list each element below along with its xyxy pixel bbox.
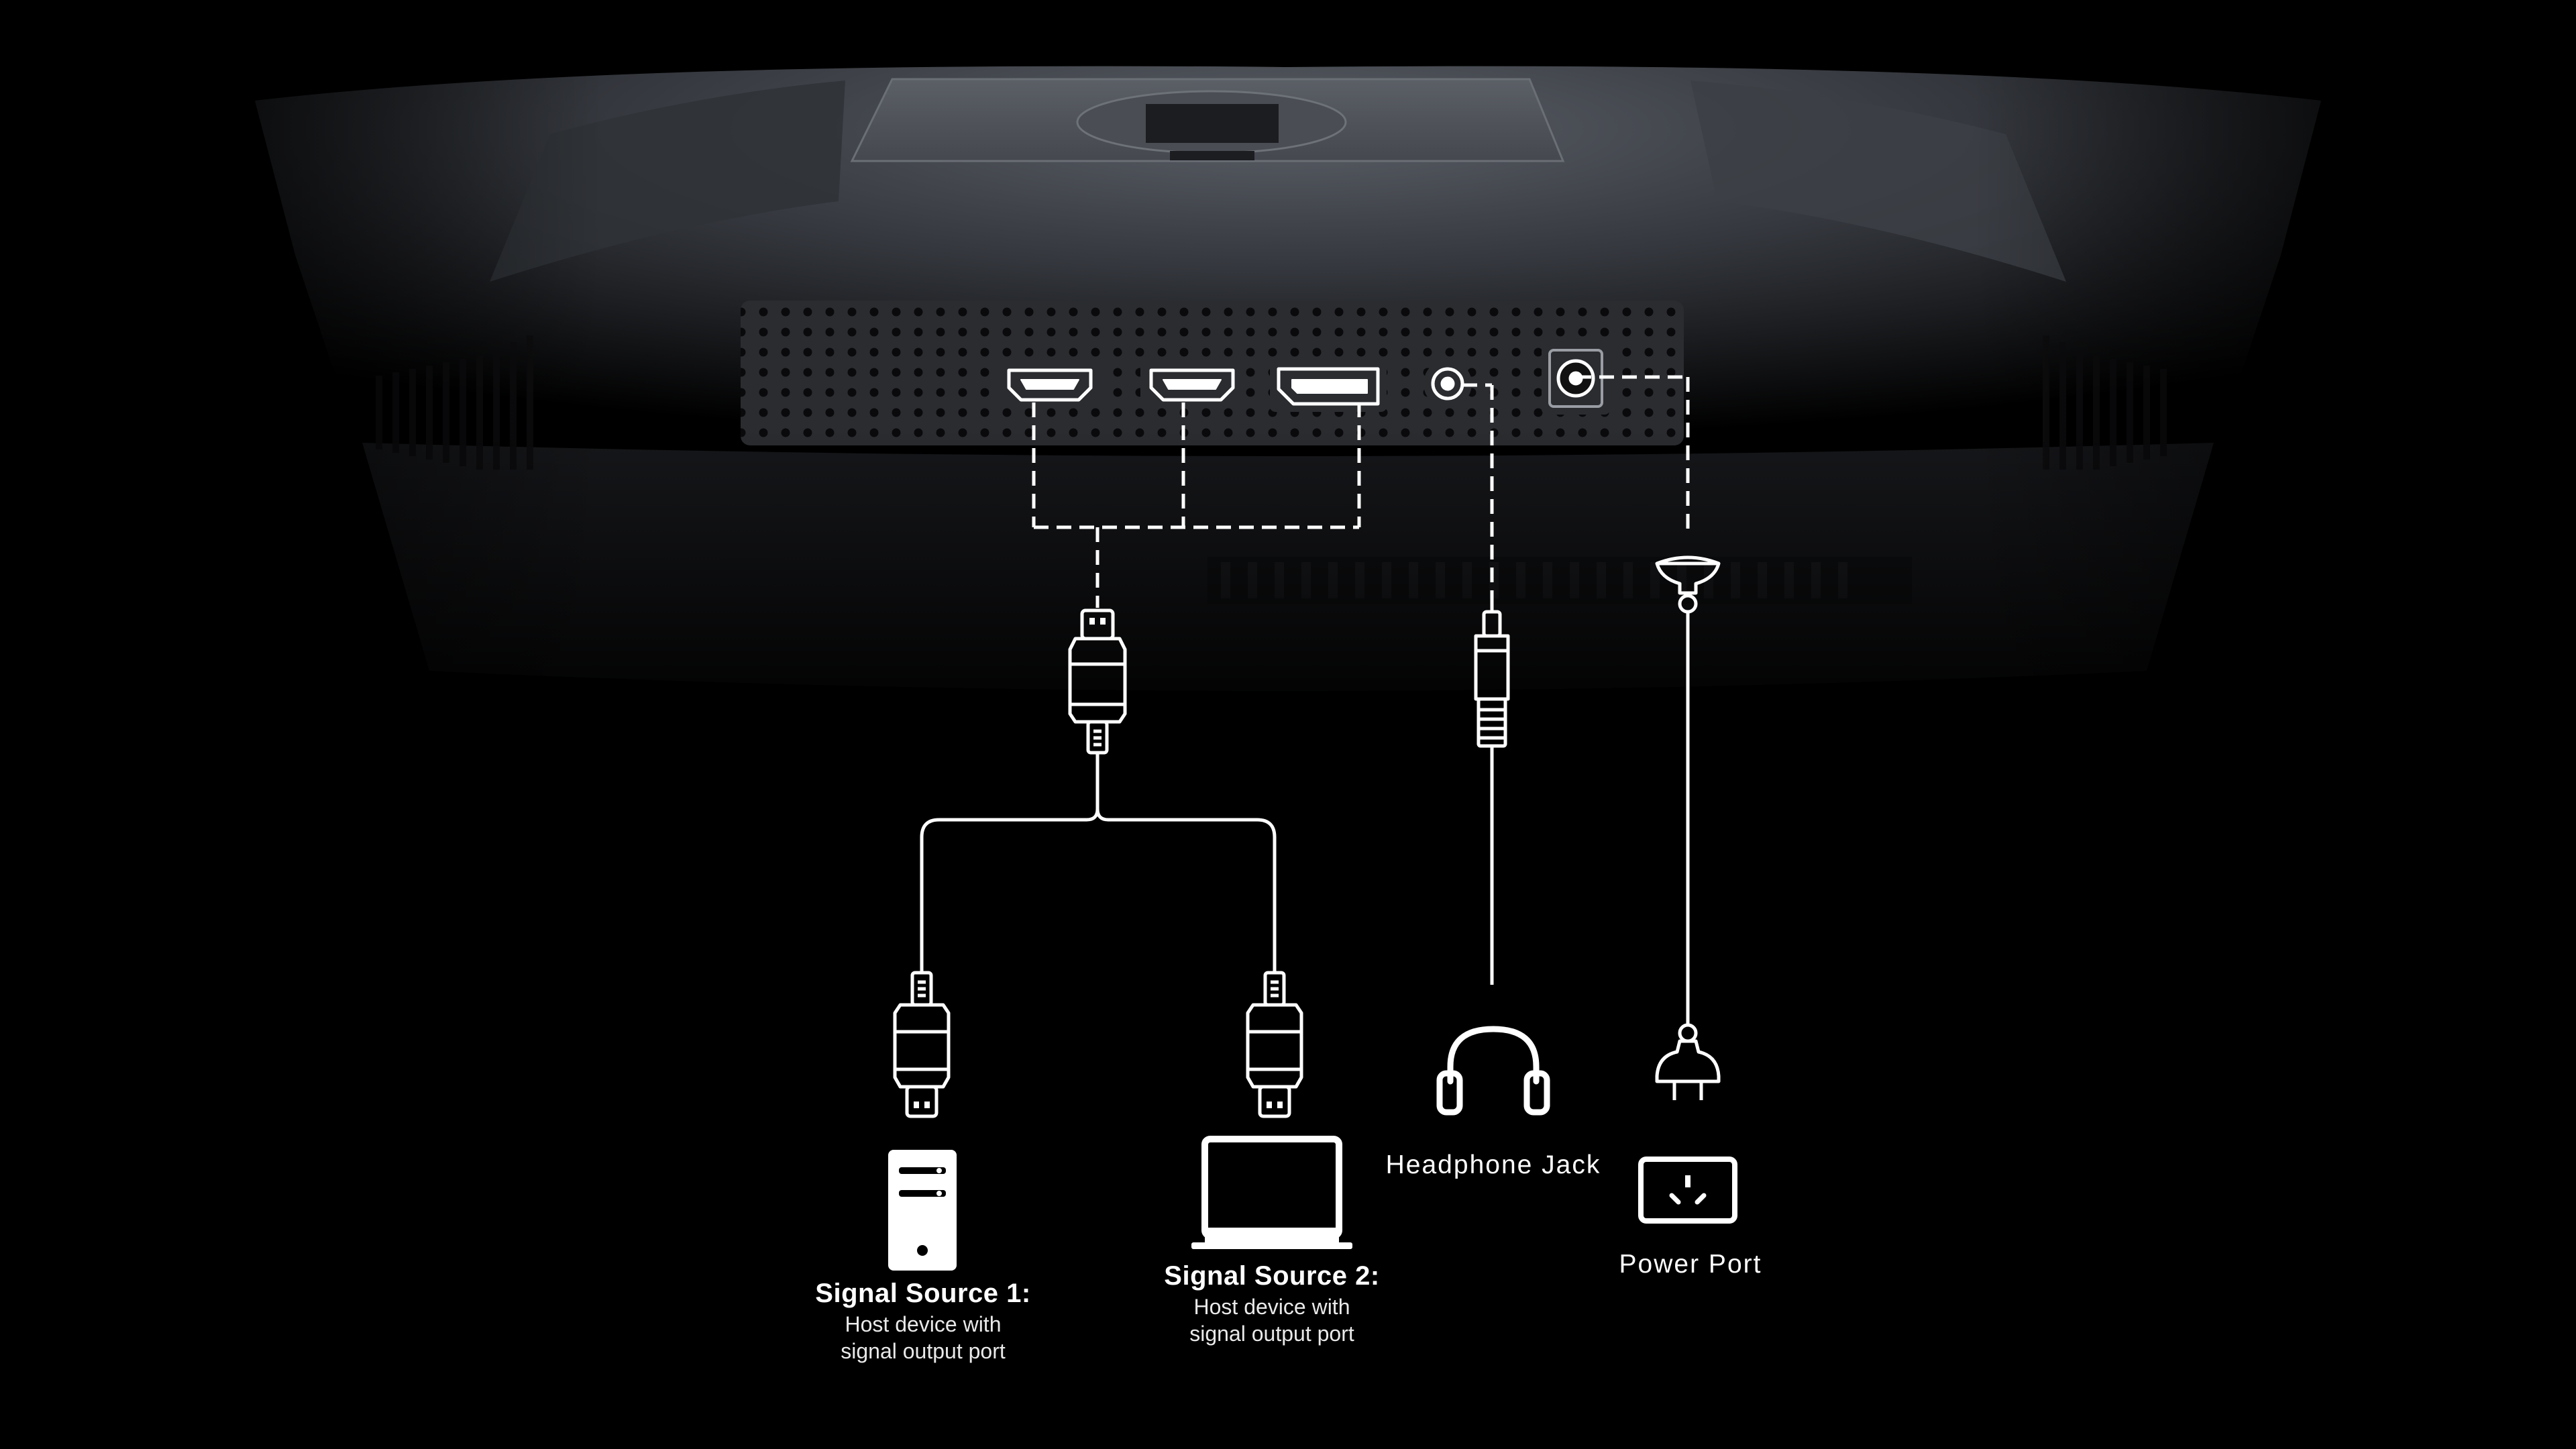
power-plug-icon bbox=[1655, 1023, 1721, 1100]
power-port-label: Power Port bbox=[1619, 1250, 1762, 1279]
power-cable bbox=[1655, 555, 1721, 1100]
monitor-ports bbox=[1007, 349, 1603, 408]
signal-source-2-description-line-1: Host device with bbox=[1193, 1295, 1350, 1319]
desktop-tower-icon bbox=[888, 1150, 957, 1271]
audio-cable bbox=[1474, 593, 1510, 985]
monitor-rear-chassis bbox=[0, 0, 2576, 738]
video-cable bbox=[893, 608, 1303, 1118]
signal-source-1-title: Signal Source 1: bbox=[815, 1279, 1031, 1308]
video-connector-icon bbox=[1246, 971, 1303, 1118]
laptop-icon bbox=[1191, 1136, 1352, 1249]
dc-power-port-icon bbox=[1548, 349, 1603, 408]
signal-source-2-title: Signal Source 2: bbox=[1164, 1261, 1380, 1291]
signal-source-2-label: Signal Source 2: Host device with signal… bbox=[1138, 1258, 1406, 1347]
hdmi-port-icon bbox=[1007, 368, 1093, 402]
wall-socket-icon bbox=[1638, 1157, 1737, 1224]
signal-source-1-description-line-2: signal output port bbox=[841, 1339, 1006, 1363]
video-connector-icon bbox=[1068, 608, 1127, 755]
port-connection-lines bbox=[1032, 375, 1690, 608]
headphone-jack-label: Headphone Jack bbox=[1385, 1150, 1601, 1179]
headphones-icon bbox=[1436, 1026, 1550, 1116]
displayport-port-icon bbox=[1277, 367, 1380, 406]
video-connector-icon bbox=[893, 971, 951, 1118]
signal-source-1-description-line-1: Host device with bbox=[845, 1312, 1002, 1336]
signal-source-2-description-line-2: signal output port bbox=[1189, 1322, 1354, 1346]
hdmi-port-icon bbox=[1149, 368, 1235, 402]
signal-source-1-label: Signal Source 1: Host device with signal… bbox=[789, 1276, 1057, 1364]
